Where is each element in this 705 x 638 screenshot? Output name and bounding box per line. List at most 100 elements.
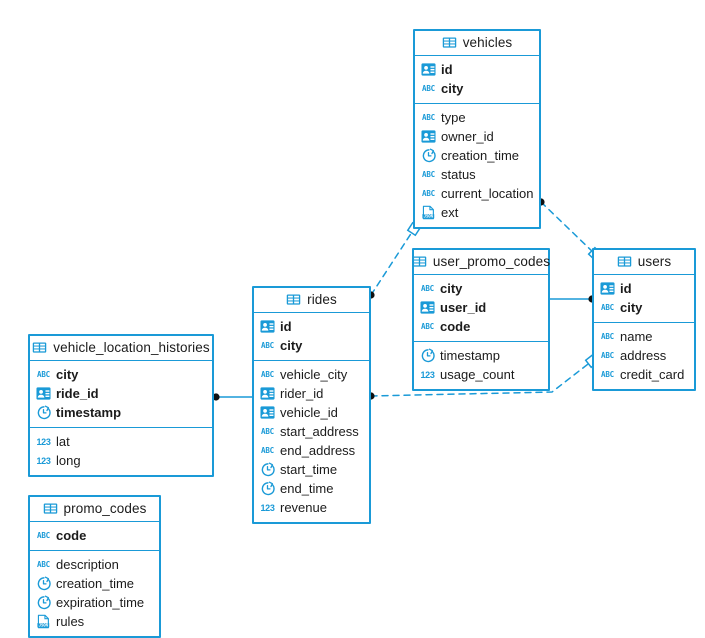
column-row[interactable]: vehicle_id <box>254 403 369 422</box>
column-row[interactable]: creation_time <box>415 146 539 165</box>
abc-icon: ABC <box>261 341 274 350</box>
column-name: end_address <box>280 443 356 458</box>
column-name: code <box>440 319 471 334</box>
connector-line <box>540 201 596 255</box>
number-icon: 123 <box>420 370 435 380</box>
column-row[interactable]: JSON rules <box>30 612 159 631</box>
column-name: id <box>441 62 453 77</box>
column-name: lat <box>56 434 70 449</box>
column-row[interactable]: owner_id <box>415 127 539 146</box>
table-title: promo_codes <box>63 501 147 516</box>
column-row[interactable]: expiration_time <box>30 593 159 612</box>
table-header[interactable]: vehicles <box>415 31 539 56</box>
key-icon <box>600 281 615 296</box>
column-row[interactable]: user_id <box>414 298 548 317</box>
number-icon: 123 <box>36 456 51 466</box>
column-name: usage_count <box>440 367 515 382</box>
abc-icon: ABC <box>422 170 435 179</box>
column-name: city <box>441 81 464 96</box>
column-row[interactable]: timestamp <box>414 346 548 365</box>
column-name: address <box>620 348 667 363</box>
column-row[interactable]: id <box>594 279 694 298</box>
column-row[interactable]: ride_id <box>30 384 212 403</box>
table-title: vehicles <box>462 35 513 50</box>
key-icon <box>421 129 436 144</box>
column-row[interactable]: start_time <box>254 460 369 479</box>
column-row[interactable]: 123 usage_count <box>414 365 548 384</box>
column-name: creation_time <box>56 576 135 591</box>
clock-icon <box>36 405 51 420</box>
table-icon <box>43 501 58 516</box>
table-header[interactable]: user_promo_codes <box>412 250 550 275</box>
column-name: ext <box>441 205 459 220</box>
column-name: status <box>441 167 476 182</box>
column-row[interactable]: JSON ext <box>415 203 539 222</box>
table-header[interactable]: users <box>594 250 694 275</box>
json-icon: JSON <box>421 205 436 220</box>
column-row[interactable]: ABC name <box>594 327 694 346</box>
clock-icon <box>260 481 275 496</box>
column-row[interactable]: creation_time <box>30 574 159 593</box>
svg-text:JSON: JSON <box>39 623 49 628</box>
column-row[interactable]: id <box>254 317 369 336</box>
table-title: vehicle_location_histories <box>53 340 210 355</box>
abc-icon: ABC <box>601 370 614 379</box>
key-icon <box>420 300 435 315</box>
column-row[interactable]: ABC status <box>415 165 539 184</box>
column-row[interactable]: ABC city <box>254 336 369 355</box>
column-name: current_location <box>441 186 534 201</box>
column-name: type <box>441 110 466 125</box>
column-row[interactable]: 123 revenue <box>254 498 369 517</box>
abc-icon: ABC <box>601 332 614 341</box>
relationship-users-to-user_promo_codes[interactable] <box>549 295 596 303</box>
column-row[interactable]: timestamp <box>30 403 212 422</box>
column-row[interactable]: ABC code <box>414 317 548 336</box>
column-row[interactable]: 123 lat <box>30 432 212 451</box>
column-name: revenue <box>280 500 327 515</box>
column-name: id <box>620 281 632 296</box>
table-header[interactable]: promo_codes <box>30 497 159 522</box>
number-icon: 123 <box>36 437 51 447</box>
column-row[interactable]: id <box>415 60 539 79</box>
column-name: city <box>280 338 303 353</box>
column-name: rules <box>56 614 85 629</box>
number-icon: 123 <box>260 503 275 513</box>
column-name: name <box>620 329 653 344</box>
abc-icon: ABC <box>37 370 50 379</box>
svg-text:JSON: JSON <box>424 214 434 219</box>
abc-icon: ABC <box>37 560 50 569</box>
abc-icon: ABC <box>421 322 434 331</box>
relationship-vlh-to-rides[interactable] <box>212 393 253 401</box>
table-header[interactable]: vehicle_location_histories <box>30 336 212 361</box>
column-row[interactable]: rider_id <box>254 384 369 403</box>
column-name: start_address <box>280 424 359 439</box>
table-header[interactable]: rides <box>254 288 369 313</box>
column-row[interactable]: end_time <box>254 479 369 498</box>
